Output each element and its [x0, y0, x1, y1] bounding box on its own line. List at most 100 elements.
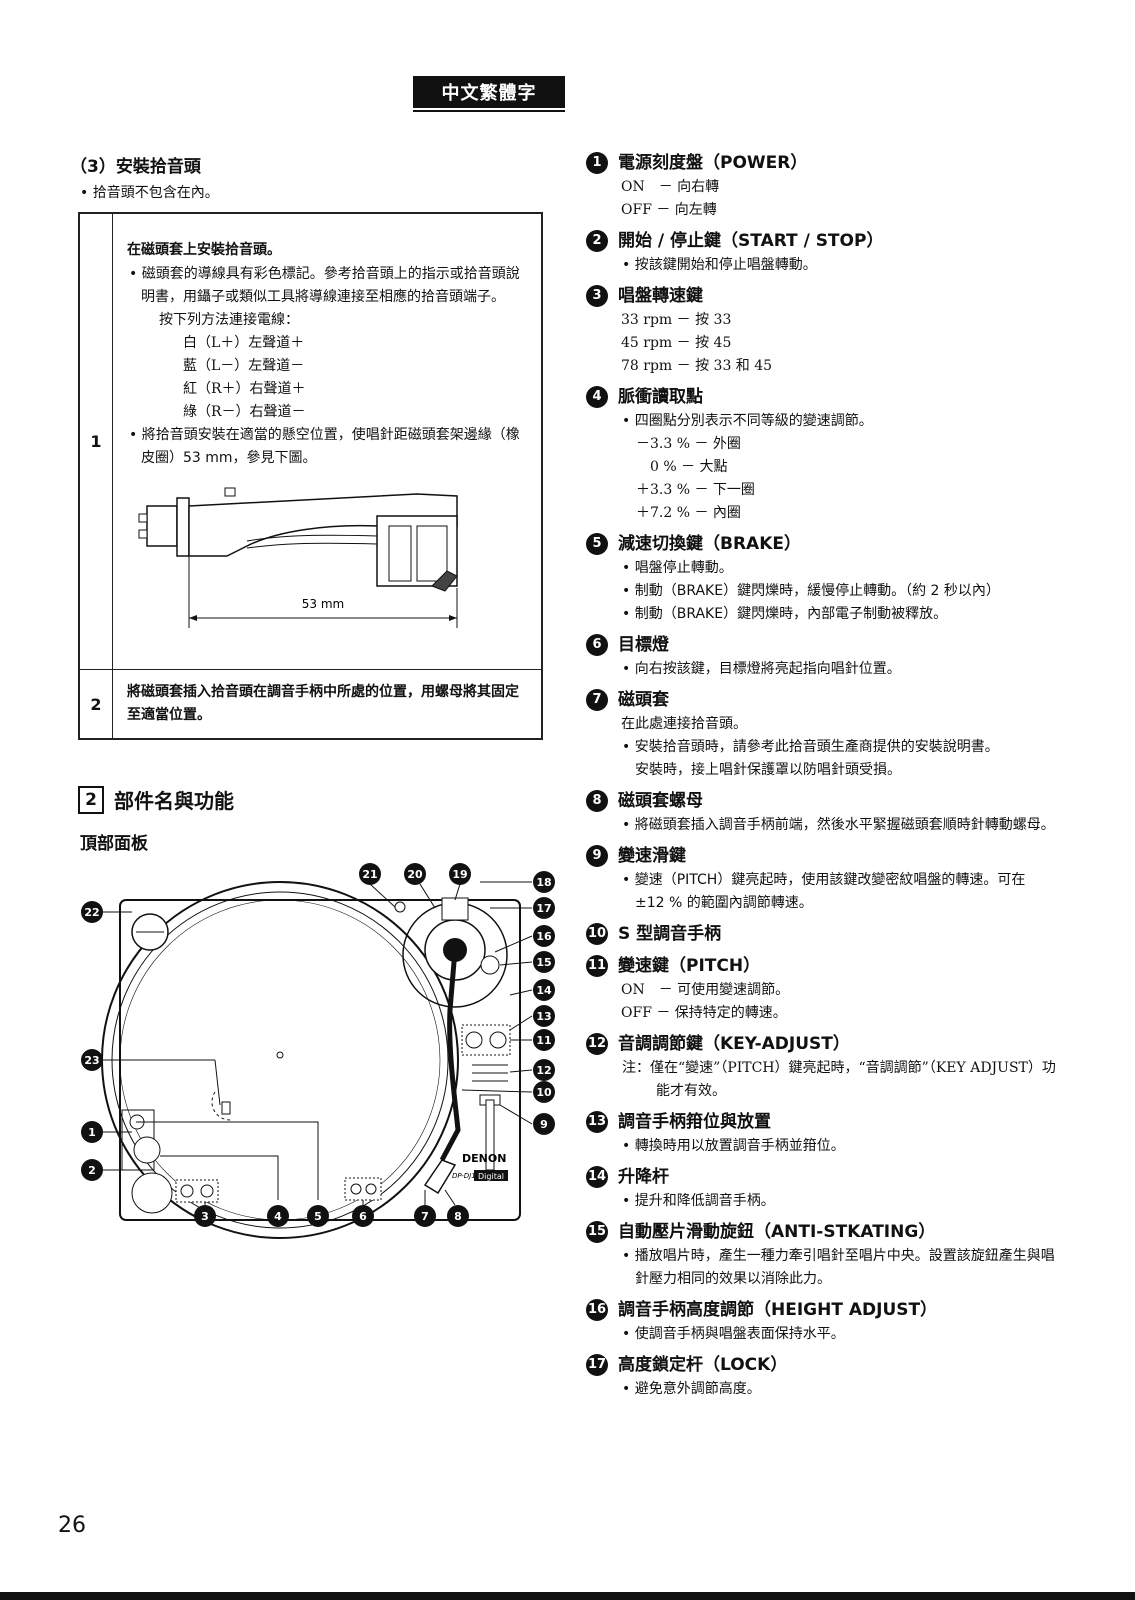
- callout-1: 1: [81, 1121, 103, 1143]
- callout-15: 15: [533, 951, 555, 973]
- svg-text:4: 4: [274, 1210, 282, 1223]
- part-bullet: 四圈點分別表示不同等級的變速調節。: [586, 410, 1056, 433]
- part-line: ＋3.3 % － 下一圈: [636, 482, 755, 498]
- install-heading: （3）安裝拾音頭: [70, 157, 201, 177]
- callout-6: 6: [352, 1205, 374, 1227]
- part-line: OFF － 向左轉: [621, 202, 717, 218]
- part-number-badge: 6: [586, 634, 608, 656]
- callout-10: 10: [533, 1081, 555, 1103]
- section-number: 2: [78, 785, 104, 814]
- part-number-badge: 11: [586, 955, 608, 977]
- svg-text:14: 14: [536, 984, 552, 997]
- callout-8: 8: [447, 1205, 469, 1227]
- headshell-diagram: 53 mm: [138, 487, 458, 628]
- part-line: 33 rpm － 按 33: [621, 312, 732, 328]
- step-content: 將磁頭套插入拾音頭在調音手柄中所處的位置，用螺母將其固定至適當位置。: [112, 669, 543, 740]
- part-title: 磁頭套螺母: [618, 791, 703, 811]
- digital-badge: Digital: [478, 1172, 504, 1181]
- callout-group: 22 23 1 2 3 4 5 6 7 8 21 20 19 18 17 16 …: [81, 863, 555, 1227]
- callout-4: 4: [267, 1205, 289, 1227]
- part-bullet: 制動（BRAKE）鍵閃爍時，內部電子制動被釋放。: [586, 603, 1056, 626]
- part-item-2: 2開始 / 停止鍵（START / STOP） 按該鍵開始和停止唱盤轉動。: [586, 228, 1056, 277]
- part-bullet: 將磁頭套插入調音手柄前端，然後水平緊握磁頭套順時針轉動螺母。: [586, 814, 1056, 837]
- callout-13: 13: [533, 1005, 555, 1027]
- svg-text:7: 7: [421, 1210, 429, 1223]
- part-item-16: 16 調音手柄高度調節（HEIGHT ADJUST） 使調音手柄與唱盤表面保持水平…: [586, 1297, 1056, 1346]
- part-title: 開始 / 停止鍵（START / STOP）: [618, 231, 884, 251]
- part-bullet: 避免意外調節高度。: [586, 1378, 1056, 1401]
- svg-text:8: 8: [454, 1210, 462, 1223]
- part-title: 調音手柄高度調節（HEIGHT ADJUST）: [618, 1300, 938, 1320]
- step-content: 在磁頭套上安裝拾音頭。 磁頭套的導線具有彩色標記。參考拾音頭上的指示或拾音頭說明…: [112, 212, 543, 670]
- part-number-badge: 17: [586, 1354, 608, 1376]
- part-line: －3.3 % － 外圈: [636, 436, 741, 452]
- part-title: 磁頭套: [618, 690, 669, 710]
- part-number-badge: 1: [586, 152, 608, 174]
- svg-text:10: 10: [536, 1086, 552, 1099]
- callout-7: 7: [414, 1205, 436, 1227]
- step-number: 2: [78, 669, 113, 740]
- callout-22: 22: [81, 901, 103, 923]
- part-line: 0 % － 大點: [636, 459, 728, 475]
- part-title: 脈衝讀取點: [618, 387, 703, 407]
- part-bullet: 向右按該鍵，目標燈將亮起指向唱針位置。: [586, 658, 1056, 681]
- callout-2: 2: [81, 1159, 103, 1181]
- callout-20: 20: [404, 863, 426, 885]
- part-number-badge: 15: [586, 1221, 608, 1243]
- part-line: ON － 可使用變速調節。: [621, 982, 790, 998]
- svg-text:6: 6: [359, 1210, 367, 1223]
- callout-5: 5: [307, 1205, 329, 1227]
- callout-12: 12: [533, 1059, 555, 1081]
- wire-item: 白（L＋）左聲道＋: [183, 335, 305, 351]
- part-line: 45 rpm － 按 45: [621, 335, 732, 351]
- part-number-badge: 3: [586, 285, 608, 307]
- part-bullet: 提升和降低調音手柄。: [586, 1190, 1056, 1213]
- part-title: 音調調節鍵（KEY-ADJUST）: [618, 1034, 850, 1054]
- svg-text:1: 1: [88, 1126, 96, 1139]
- part-number-badge: 14: [586, 1166, 608, 1188]
- svg-text:19: 19: [452, 868, 467, 881]
- step-row-1: 1 在磁頭套上安裝拾音頭。 磁頭套的導線具有彩色標記。參考拾音頭上的指示或拾音頭…: [78, 212, 543, 670]
- part-line: 安裝時，接上唱針保護罩以防唱針頭受損。: [635, 762, 901, 778]
- connect-intro: 按下列方法連接電線：: [159, 312, 299, 328]
- callout-19: 19: [449, 863, 471, 885]
- svg-text:15: 15: [536, 956, 551, 969]
- callout-17: 17: [533, 897, 555, 919]
- part-bullet: 使調音手柄與唱盤表面保持水平。: [586, 1323, 1056, 1346]
- step-title: 在磁頭套上安裝拾音頭。: [127, 242, 281, 258]
- part-title: 調音手柄箝位與放置: [618, 1112, 771, 1132]
- page-number: 26: [58, 1513, 86, 1538]
- svg-text:20: 20: [407, 868, 423, 881]
- callout-3: 3: [194, 1205, 216, 1227]
- svg-text:17: 17: [536, 902, 551, 915]
- section-title: 部件名與功能: [114, 789, 234, 813]
- model-label: DP-DJ151: [452, 1172, 485, 1180]
- callout-11: 11: [533, 1029, 555, 1051]
- part-number-badge: 16: [586, 1299, 608, 1321]
- part-title: 唱盤轉速鍵: [618, 286, 703, 306]
- part-bullet: 變速（PITCH）鍵亮起時，使用該鍵改變密紋唱盤的轉速。可在 ±12 % 的範圍…: [586, 869, 1056, 915]
- part-title: 電源刻度盤（POWER）: [618, 153, 808, 173]
- part-item-9: 9 變速滑鍵 變速（PITCH）鍵亮起時，使用該鍵改變密紋唱盤的轉速。可在 ±12…: [586, 843, 1056, 915]
- part-number-badge: 12: [586, 1033, 608, 1055]
- part-bullet: 安裝拾音頭時，請參考此拾音頭生產商提供的安裝說明書。: [586, 736, 1056, 759]
- callout-23: 23: [81, 1049, 103, 1071]
- part-line: ＋7.2 % － 內圈: [636, 505, 741, 521]
- svg-text:23: 23: [84, 1054, 99, 1067]
- brand-label: DENON: [462, 1152, 506, 1165]
- part-number-badge: 9: [586, 845, 608, 867]
- part-title: 變速滑鍵: [618, 846, 686, 866]
- part-bullet: 轉換時用以放置調音手柄並箝位。: [586, 1135, 1056, 1158]
- turntable-diagram: DENON DP-DJ151 Digital 22 23 1 2 3 4: [81, 863, 555, 1239]
- svg-text:3: 3: [201, 1210, 209, 1223]
- svg-text:16: 16: [536, 930, 552, 943]
